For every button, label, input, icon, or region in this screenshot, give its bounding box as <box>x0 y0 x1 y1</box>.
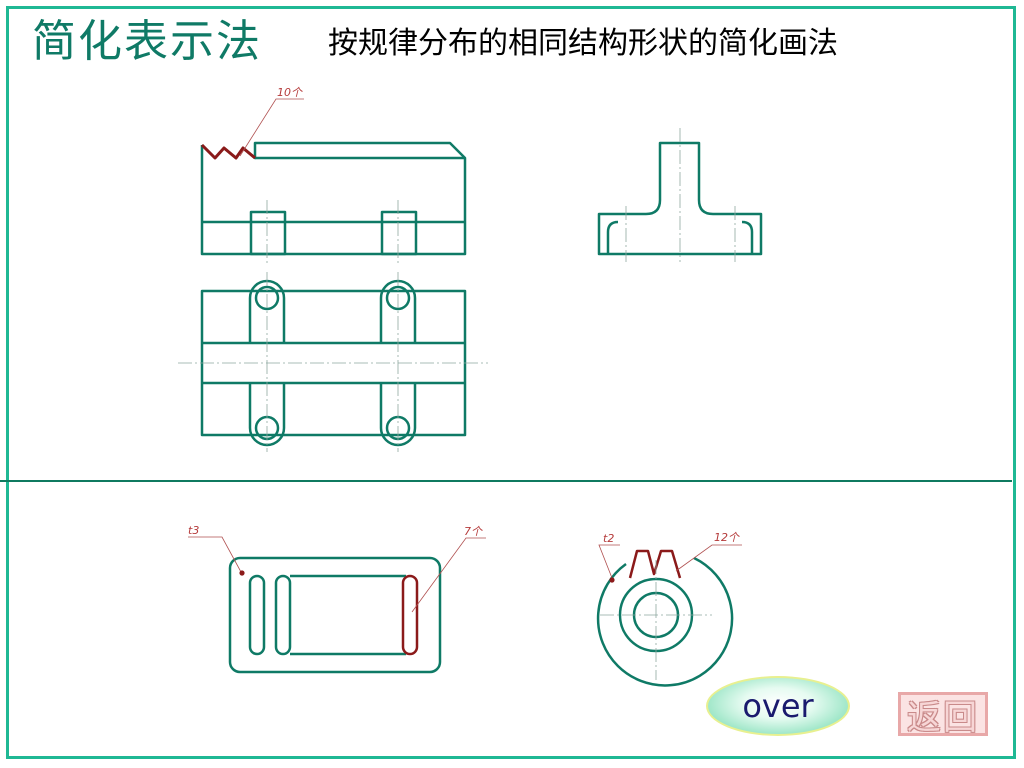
annotation-thickness-ring: t2 <box>603 532 614 545</box>
marker-dot <box>239 570 245 576</box>
marker-dot <box>609 577 615 583</box>
slotted-plate <box>228 556 442 674</box>
leader-lines <box>188 98 742 613</box>
over-button[interactable]: over <box>706 676 850 736</box>
annotation-count-slots: 7个 <box>464 525 483 538</box>
annotation-count-top: 10个 <box>277 86 303 99</box>
side-view <box>597 141 763 256</box>
section-divider <box>0 480 1012 482</box>
centerlines <box>178 128 736 680</box>
front-view <box>200 141 467 256</box>
back-button[interactable]: 返回 <box>898 692 988 738</box>
slide-subtitle: 按规律分布的相同结构形状的简化画法 <box>328 26 838 61</box>
slide-frame <box>6 6 1016 759</box>
notched-ring <box>596 549 734 687</box>
slide-title: 简化表示法 <box>32 16 262 67</box>
annotation-count-notches: 12个 <box>714 531 740 544</box>
annotation-thickness-plate: t3 <box>188 524 199 537</box>
